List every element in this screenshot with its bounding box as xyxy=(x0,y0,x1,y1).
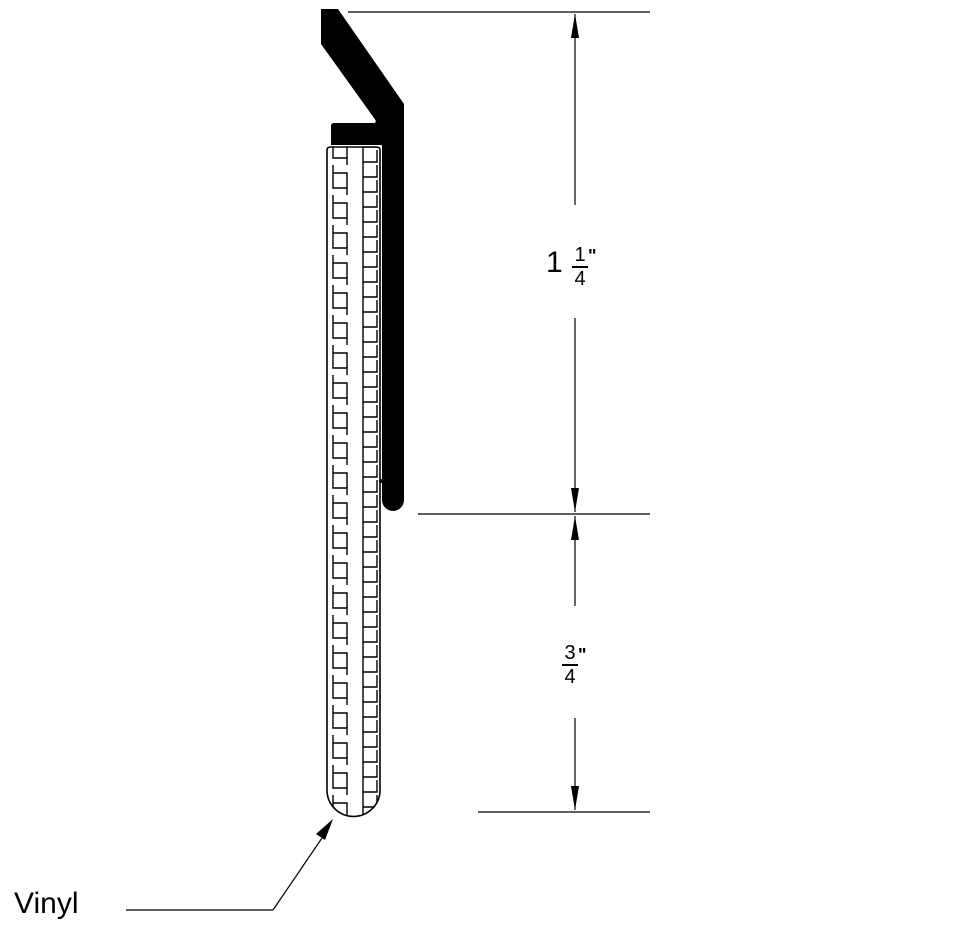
arrowhead-down-icon xyxy=(571,488,579,512)
arrowhead-up-icon xyxy=(571,516,579,540)
lower-dimension-fraction: 3 4 xyxy=(562,643,578,687)
arrowhead-down-icon xyxy=(571,786,579,810)
lower-dimension-numerator: 3 xyxy=(562,643,578,666)
metal-profile xyxy=(321,9,404,511)
lower-dimension-unit: " xyxy=(578,645,587,665)
vinyl-leader-line xyxy=(126,819,333,911)
vinyl-callout-label: Vinyl xyxy=(14,887,79,920)
upper-dimension-unit: " xyxy=(588,246,597,266)
upper-dimension-fraction: 1 4 xyxy=(572,245,588,289)
lower-dimension-line xyxy=(571,516,579,810)
upper-dimension-whole: 1 xyxy=(546,246,563,279)
dimension-extension-lines xyxy=(348,11,650,813)
arrowhead-up-icon xyxy=(571,14,579,38)
vinyl-strip xyxy=(326,146,381,818)
lower-dimension-denominator: 4 xyxy=(564,666,576,688)
upper-dimension-denominator: 4 xyxy=(574,268,586,290)
leader-arrowhead-icon xyxy=(316,819,333,840)
upper-dimension-numerator: 1 xyxy=(572,245,588,268)
upper-dimension-line xyxy=(571,14,579,512)
